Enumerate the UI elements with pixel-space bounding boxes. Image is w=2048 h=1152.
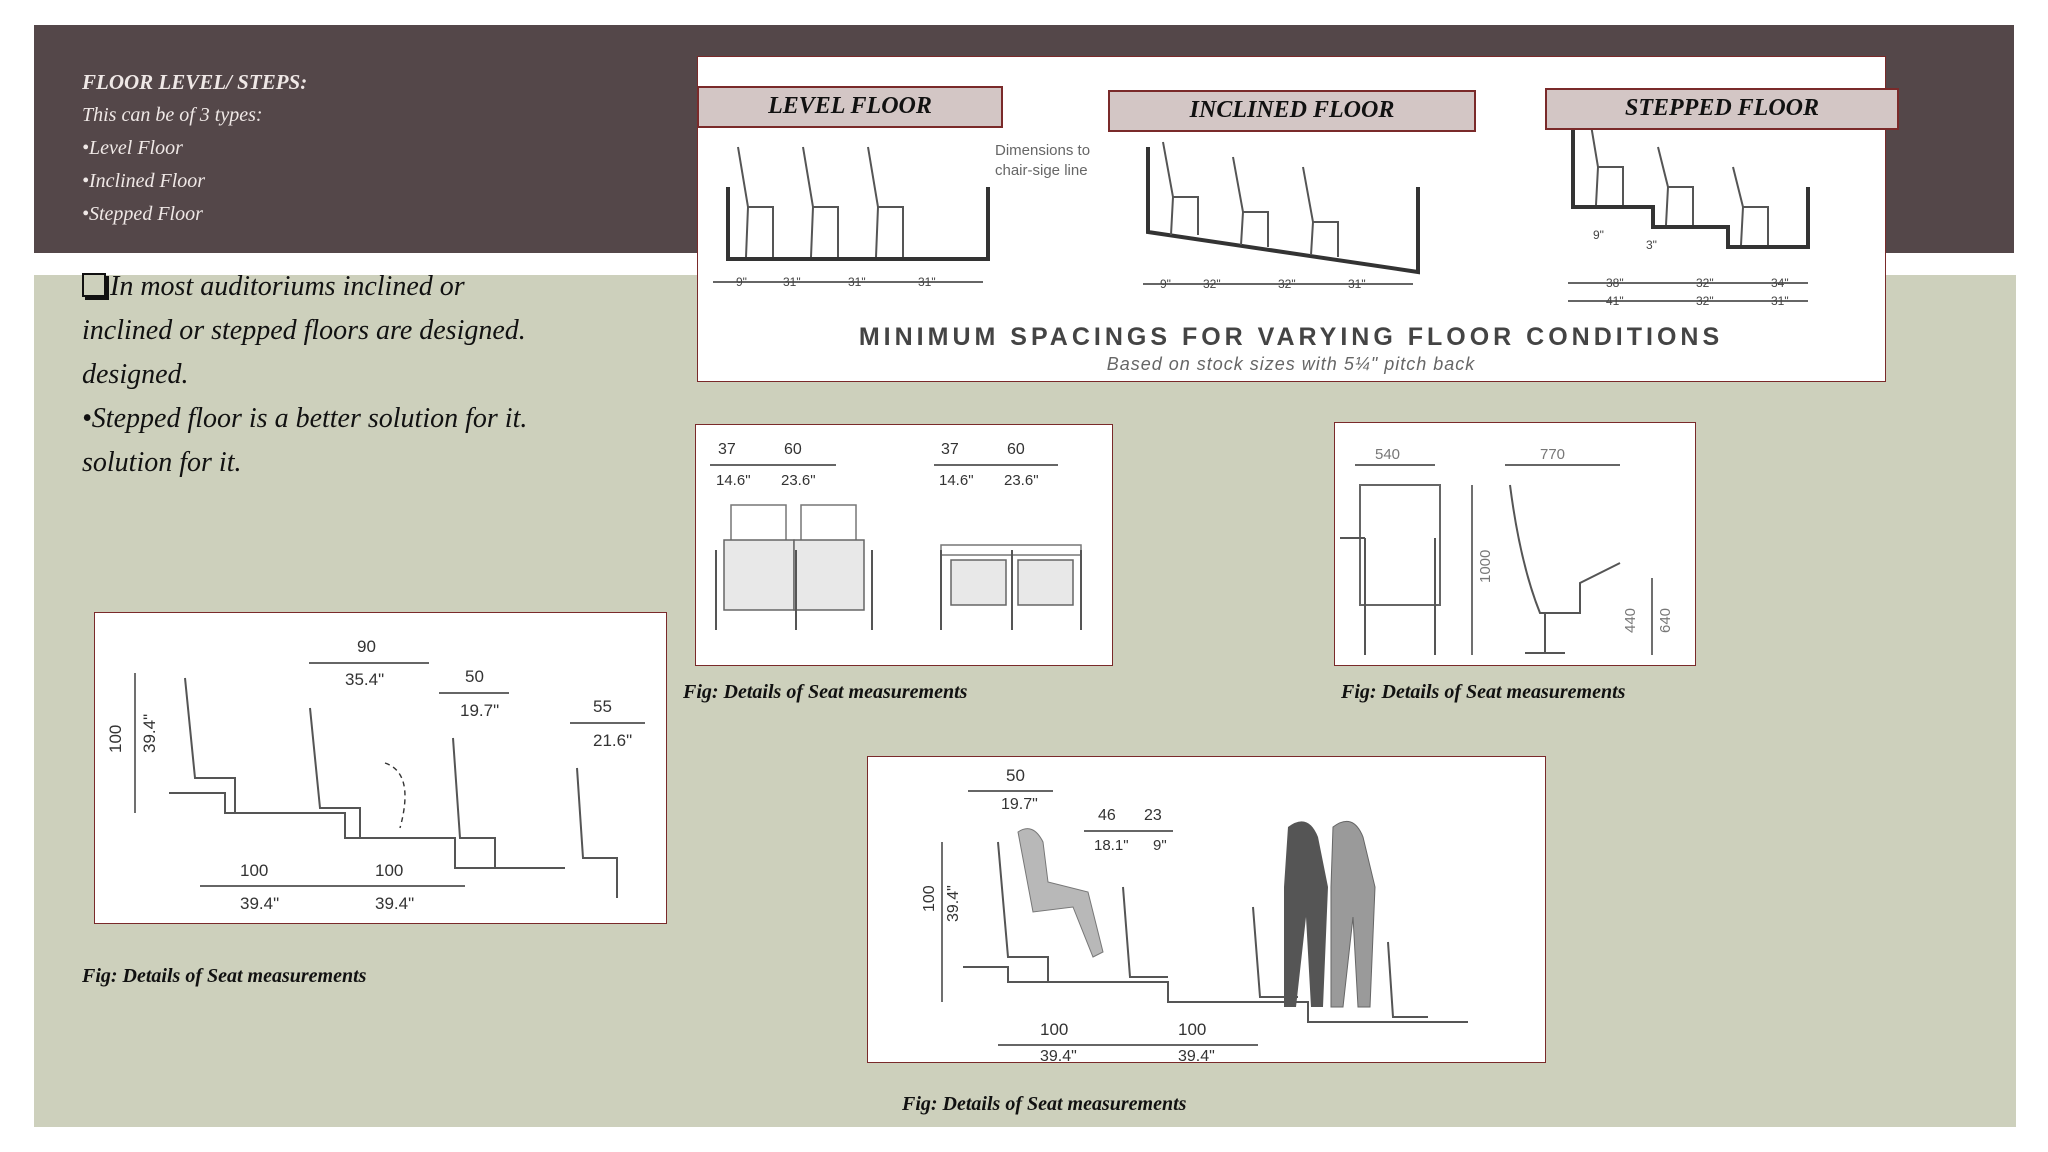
- level-floor-drawing: 9" 31" 31" 31": [713, 146, 990, 289]
- stepped-bottom-dim-1: 41": [1606, 294, 1624, 308]
- floor-type-item: •Inclined Floor: [82, 170, 206, 192]
- row-spacing-drawing: 90 35.4" 50 19.7" 55 21.6" 100 39.4" 100…: [106, 637, 645, 913]
- level-dim-1: 9": [736, 275, 747, 289]
- fig2-depth: 770: [1540, 446, 1565, 463]
- fig2-caption: Fig: Details of Seat measurements: [1341, 681, 1626, 703]
- fig1-dim-top-4: 60: [1007, 441, 1025, 458]
- fig2-arm: 640: [1657, 608, 1674, 633]
- inclined-dim-2: 32": [1203, 277, 1221, 291]
- level-dim-4: 31": [918, 275, 936, 289]
- floor-conditions-drawing: 9" 31" 31" 31" Dimensions to chair-sige …: [713, 106, 1810, 374]
- fig4-left: 100: [921, 885, 938, 912]
- floor-type-item: •Stepped Floor: [82, 203, 203, 225]
- fig1-dim-bottom-1: 14.6": [716, 472, 751, 489]
- seat-side-drawing: 540 770 1000 440 640: [1340, 446, 1674, 655]
- dimension-note: Dimensions to: [995, 142, 1090, 159]
- inclined-dim-1: 9": [1160, 277, 1171, 291]
- fig3-top-3: 55: [593, 697, 612, 716]
- stepped-floor-label: STEPPED FLOOR: [1545, 88, 1899, 130]
- stepped-floor-drawing: 9" 3" 38" 32" 34" 41" 32" 31": [1568, 106, 1810, 308]
- inclined-floor-label: INCLINED FLOOR: [1108, 90, 1476, 132]
- seat-front-drawing: 37 60 14.6" 23.6" 37 60 14.6" 23.6": [710, 441, 1082, 630]
- fig2-seat: 440: [1622, 608, 1639, 633]
- fig4-midb-1: 18.1": [1094, 837, 1129, 854]
- fig4-caption: Fig: Details of Seat measurements: [902, 1093, 1187, 1115]
- fig1-dim-bottom-2: 23.6": [781, 472, 816, 489]
- floor-types-text: FLOOR LEVEL/ STEPS: This can be of 3 typ…: [82, 66, 307, 231]
- fig1-dim-bottom-4: 23.6": [1004, 472, 1039, 489]
- fig1-dim-top-3: 37: [941, 441, 959, 458]
- fig4-midb-2: 9": [1153, 837, 1167, 854]
- fig2-width: 540: [1375, 446, 1400, 463]
- seat-side-figure: 540 770 1000 440 640: [1334, 422, 1696, 666]
- fig3-top-2: 50: [465, 667, 484, 686]
- seat-with-people-figure: 50 19.7" 46 23 18.1" 9" 100 39.4" 100 10…: [867, 756, 1546, 1063]
- bullet-points: In most auditoriums inclined or inclined…: [82, 265, 602, 485]
- fig3-bottom-1b: 39.4": [240, 894, 279, 913]
- fig4-bottom-2b: 39.4": [1178, 1048, 1215, 1062]
- inclined-dim-3: 32": [1278, 277, 1296, 291]
- bullet-text: inclined or stepped floors are designed.: [82, 315, 526, 346]
- fig4-bottom-1b: 39.4": [1040, 1048, 1077, 1062]
- fig4-bottom-2: 100: [1178, 1020, 1206, 1039]
- diagram-title: MINIMUM SPACINGS FOR VARYING FLOOR CONDI…: [859, 323, 1723, 351]
- fig3-bottom-1: 100: [240, 861, 268, 880]
- fig4-bottom-1: 100: [1040, 1020, 1068, 1039]
- stepped-bottom-dim-3: 31": [1771, 294, 1789, 308]
- fig3-left: 100: [106, 725, 125, 753]
- floor-type-item: •Level Floor: [82, 137, 183, 159]
- fig4-top-1b: 19.7": [1001, 796, 1038, 813]
- stepped-top-dim-3: 34": [1771, 276, 1789, 290]
- fig4-mid-1: 46: [1098, 807, 1116, 824]
- stepped-bottom-dim-2: 32": [1696, 294, 1714, 308]
- stepped-top-dim-1: 38": [1606, 276, 1624, 290]
- fig1-dim-top-1: 37: [718, 441, 736, 458]
- fig4-top-1: 50: [1006, 766, 1025, 785]
- fig1-dim-bottom-3: 14.6": [939, 472, 974, 489]
- level-dim-2: 31": [783, 275, 801, 289]
- row-spacing-figure: 90 35.4" 50 19.7" 55 21.6" 100 39.4" 100…: [94, 612, 667, 924]
- bullet-text: In most auditoriums inclined or: [110, 271, 465, 302]
- checkbox-bullet-icon: [82, 273, 106, 297]
- bullet-text: solution for it.: [82, 447, 242, 478]
- inclined-floor-drawing: 9" 32" 32" 31": [1143, 141, 1420, 291]
- bullet-text: designed.: [82, 359, 189, 390]
- bullet-text: •Stepped floor is a better solution for …: [82, 403, 528, 434]
- fig3-top-1: 90: [357, 637, 376, 656]
- inclined-dim-4: 31": [1348, 277, 1366, 291]
- dimension-note-2: chair-sige line: [995, 162, 1088, 179]
- fig3-leftb: 39.4": [140, 714, 159, 753]
- floor-heading: FLOOR LEVEL/ STEPS:: [82, 70, 308, 94]
- stepped-small-dim-2: 3": [1646, 238, 1657, 252]
- fig3-caption: Fig: Details of Seat measurements: [82, 965, 367, 987]
- level-floor-label: LEVEL FLOOR: [697, 86, 1003, 128]
- floor-intro: This can be of 3 types:: [82, 104, 263, 126]
- diagram-subtitle: Based on stock sizes with 5¼" pitch back: [1107, 354, 1476, 374]
- fig1-dim-top-2: 60: [784, 441, 802, 458]
- stepped-small-dim-1: 9": [1593, 228, 1604, 242]
- seat-front-figure: 37 60 14.6" 23.6" 37 60 14.6" 23.6": [695, 424, 1113, 666]
- fig3-top-1b: 35.4": [345, 670, 384, 689]
- fig2-height: 1000: [1477, 550, 1494, 583]
- stepped-top-dim-2: 32": [1696, 276, 1714, 290]
- fig1-caption: Fig: Details of Seat measurements: [683, 681, 968, 703]
- seat-with-people-drawing: 50 19.7" 46 23 18.1" 9" 100 39.4" 100 10…: [921, 766, 1468, 1062]
- level-dim-3: 31": [848, 275, 866, 289]
- fig4-mid-2: 23: [1144, 807, 1162, 824]
- fig3-bottom-2b: 39.4": [375, 894, 414, 913]
- fig3-top-3b: 21.6": [593, 731, 632, 750]
- fig4-leftb: 39.4": [945, 885, 962, 922]
- fig3-bottom-2: 100: [375, 861, 403, 880]
- fig3-top-2b: 19.7": [460, 701, 499, 720]
